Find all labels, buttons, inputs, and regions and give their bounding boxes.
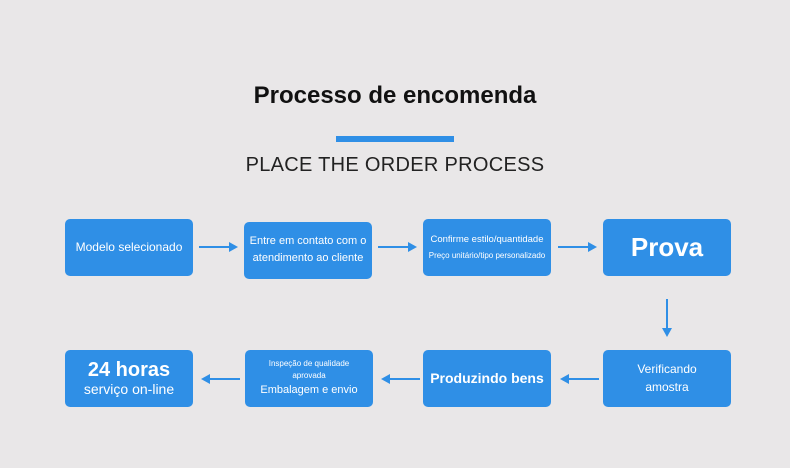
step-contact-service: Entre em contato com o atendimento ao cl… bbox=[244, 222, 372, 279]
arrow-right-icon bbox=[558, 242, 597, 252]
step-24h-service: 24 horas serviço on-line bbox=[65, 350, 193, 407]
step-label-line1: 24 horas bbox=[87, 358, 171, 381]
step-label-line1: Entre em contato com o bbox=[249, 235, 367, 248]
step-confirm-style: Confirme estilo/quantidade Preço unitári… bbox=[423, 219, 551, 276]
step-label-line2: Preço unitário/tipo personalizado bbox=[428, 251, 546, 261]
step-label-line3: Embalagem e envio bbox=[260, 384, 358, 397]
arrow-left-icon bbox=[201, 374, 240, 384]
arrow-left-icon bbox=[560, 374, 599, 384]
step-label: Produzindo bens bbox=[430, 369, 544, 386]
title-underline bbox=[336, 136, 454, 142]
step-quality-packaging: Inspeção de qualidade aprovada Embalagem… bbox=[245, 350, 373, 407]
step-label: Prova bbox=[630, 232, 704, 263]
step-proof: Prova bbox=[603, 219, 731, 276]
step-producing-goods: Produzindo bens bbox=[423, 350, 551, 407]
page-title: Processo de encomenda bbox=[253, 82, 537, 109]
step-label-line2: aprovada bbox=[292, 371, 326, 381]
arrow-down-icon bbox=[662, 299, 672, 337]
step-model-selected: Modelo selecionado bbox=[65, 219, 193, 276]
step-label: Modelo selecionado bbox=[75, 240, 183, 254]
arrow-right-icon bbox=[199, 242, 238, 252]
step-label-line2: atendimento ao cliente bbox=[252, 252, 364, 264]
step-label-line1: Verificando bbox=[637, 362, 697, 376]
page-subtitle: PLACE THE ORDER PROCESS bbox=[245, 154, 545, 176]
step-label-line1: Confirme estilo/quantidade bbox=[430, 233, 544, 245]
step-label-line1: Inspeção de qualidade bbox=[268, 359, 350, 369]
step-label-line2: amostra bbox=[645, 380, 689, 394]
step-verifying-sample: Verificando amostra bbox=[603, 350, 731, 407]
arrow-right-icon bbox=[378, 242, 417, 252]
step-label-line2: serviço on-line bbox=[83, 380, 175, 397]
arrow-left-icon bbox=[381, 374, 420, 384]
